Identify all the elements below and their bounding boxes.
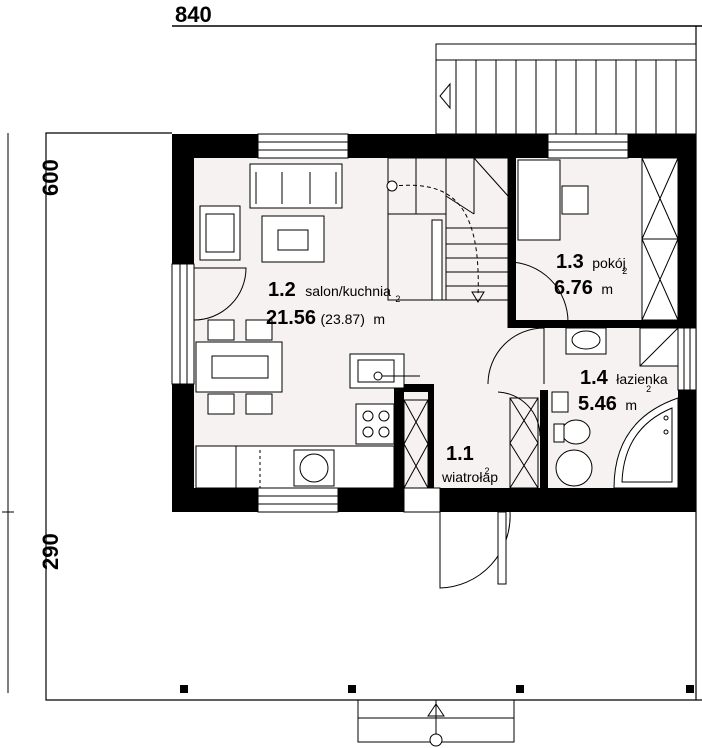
room-number: 1.3	[556, 251, 584, 273]
desk-chair	[561, 185, 589, 215]
room-area: 5.46	[578, 393, 617, 415]
window	[257, 487, 339, 513]
area-superscript: 2	[484, 466, 489, 476]
svg-text:21.56 (23.87) m: 21.56 (23.87) m	[266, 307, 385, 329]
area-unit: m	[625, 397, 637, 413]
window	[403, 487, 441, 513]
room-label-salon: 1.2 salon/kuchnia 2 21.56 (23.87) m	[266, 279, 400, 329]
room-number: 1.2	[268, 279, 296, 301]
round-cabinet	[555, 449, 593, 487]
terrace-post	[516, 685, 524, 693]
vestibule-closet	[403, 397, 539, 489]
terrace-post	[180, 685, 188, 693]
toilet	[561, 419, 591, 445]
room-area: 6.76	[554, 277, 593, 299]
room-area: 21.56	[266, 307, 316, 329]
door-swing	[439, 511, 511, 589]
area-unit: m	[373, 311, 385, 327]
svg-text:1.4 łazienka 2: 1.4 łazienka 2	[580, 367, 672, 394]
room-number: 1.1	[446, 443, 474, 465]
room-label-wiatrolap: 1.1 wiatrołap 2 3.1 m	[440, 443, 502, 513]
area-superscript: 2	[646, 384, 651, 394]
kitchen	[195, 353, 420, 489]
window	[677, 327, 697, 391]
windows	[171, 133, 697, 513]
interior-stairs	[386, 157, 509, 303]
room-name: łazienka	[616, 371, 668, 387]
room-number: 1.4	[580, 367, 609, 389]
room-name: wiatrołap	[441, 469, 498, 485]
svg-text:3.1 m: 3.1 m	[440, 491, 488, 513]
top-dimension-label: 840	[175, 2, 212, 27]
room-label-pokoj: 1.3 pokój 2 6.76 m	[554, 251, 630, 299]
door-swing	[193, 267, 247, 321]
svg-text:5.46 m: 5.46 m	[578, 393, 637, 415]
area-superscript: 2	[395, 294, 400, 304]
terrace-post	[348, 685, 356, 693]
door-swing	[497, 391, 541, 437]
door-swing	[487, 327, 545, 385]
left-lower-dimension-label: 290	[38, 533, 63, 570]
terrace-post	[686, 685, 694, 693]
desk	[517, 159, 561, 241]
window	[547, 133, 629, 159]
svg-text:1.2 salon/kuchnia: 1.2 salon/kuchnia 2	[268, 279, 400, 304]
top-dimension: 840	[172, 2, 702, 27]
room-name: pokój	[592, 255, 625, 271]
svg-text:1.3 pokój 2: 1.3 pokój 2	[556, 251, 630, 276]
outer-stairs	[435, 43, 697, 135]
chair	[245, 393, 273, 415]
cooktop	[355, 403, 395, 445]
window	[257, 133, 349, 159]
chair	[245, 319, 273, 341]
room-name: salon/kuchnia	[305, 283, 391, 299]
bidet	[551, 391, 569, 413]
sofa	[249, 163, 343, 209]
svg-text:6.76 m: 6.76 m	[554, 277, 613, 299]
window	[171, 263, 195, 385]
room-area: 3.1	[440, 491, 468, 513]
area-superscript: 2	[622, 266, 627, 276]
bedroom-furniture	[517, 157, 679, 321]
left-upper-dimension-label: 600	[38, 159, 63, 196]
front-steps	[357, 699, 515, 747]
chair	[207, 393, 235, 415]
area-unit: m	[601, 281, 613, 297]
chair	[207, 319, 235, 341]
area-unit: m	[476, 495, 488, 511]
left-dimension: 600 290	[2, 133, 63, 693]
doors	[193, 261, 569, 589]
living-furniture	[195, 163, 343, 415]
room-area-extra: (23.87)	[321, 311, 365, 327]
bathroom-fixtures	[551, 327, 679, 489]
svg-text:wiatrołap 2: wiatrołap 2	[441, 466, 502, 486]
room-label-lazienka: 1.4 łazienka 2 5.46 m	[578, 367, 672, 415]
entrance-marker	[429, 733, 443, 747]
